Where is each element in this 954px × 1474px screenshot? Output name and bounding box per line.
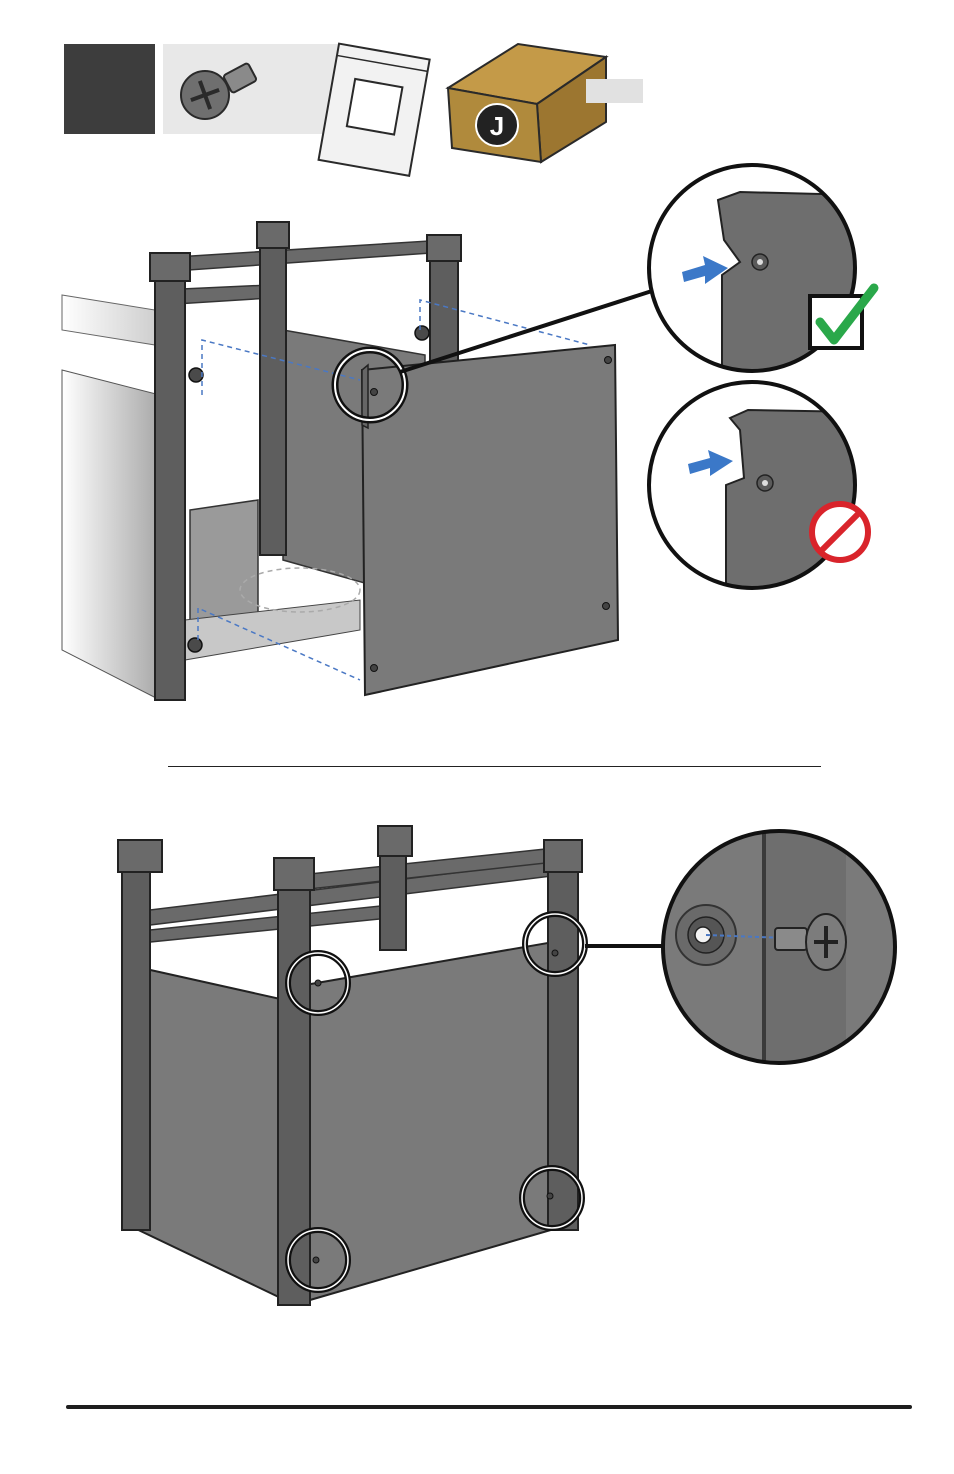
screw-location-callouts — [285, 911, 665, 1293]
screw-icon — [774, 913, 847, 971]
detail-incorrect — [647, 380, 871, 590]
arrow-right-icon — [682, 256, 728, 284]
detail-screw-insert — [661, 829, 897, 1065]
box-icon: J — [445, 42, 609, 164]
callout-circle-top — [331, 288, 656, 424]
section-divider — [168, 766, 821, 767]
cabinet-assembled — [117, 825, 583, 1306]
detail-correct — [647, 163, 879, 373]
prohibited-icon — [809, 501, 871, 563]
screw-icon — [180, 62, 257, 120]
arrow-right-icon — [688, 450, 733, 476]
footer-rule — [66, 1405, 912, 1409]
step-number-box — [64, 44, 155, 134]
box-letter: J — [490, 111, 504, 141]
parts-bag-icon — [317, 42, 431, 177]
quantity-label — [586, 79, 643, 103]
checkmark-icon — [808, 283, 879, 350]
side-panel — [360, 343, 620, 697]
